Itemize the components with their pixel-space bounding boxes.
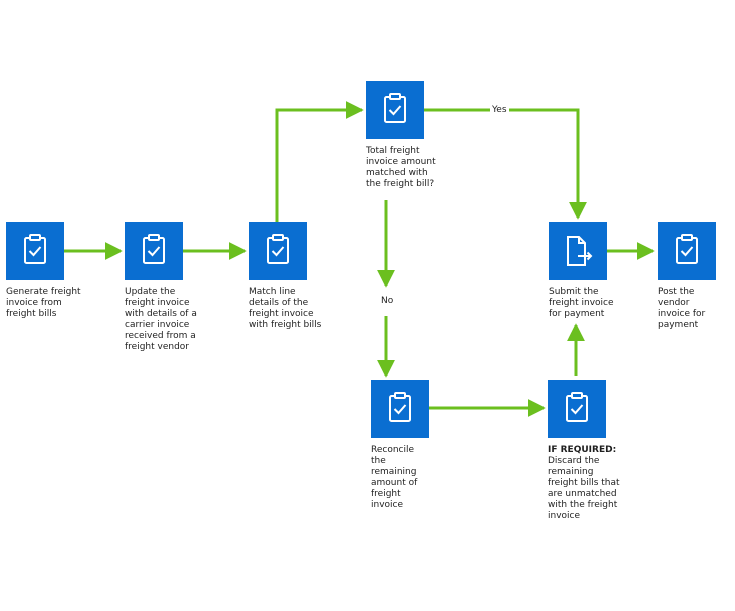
node-generate: [6, 222, 64, 280]
node-decision: [366, 81, 424, 139]
caption-generate: Generate freight invoice from freight bi…: [6, 287, 81, 319]
caption-decision: Total freight invoice amount matched wit…: [366, 146, 436, 189]
arrow-match-to-decision: [275, 101, 364, 222]
node-post: [658, 222, 716, 280]
node-match: [249, 222, 307, 280]
edge-label-no: No: [379, 296, 396, 307]
caption-discard-heading: IF REQUIRED:: [548, 445, 617, 455]
arrow-decision-to-submit-yes: [424, 108, 587, 220]
clipboard-check-icon: [143, 234, 165, 264]
node-update: [125, 222, 183, 280]
document-send-icon: [567, 236, 593, 266]
clipboard-check-icon: [384, 93, 406, 123]
caption-post: Post the vendor invoice for payment: [658, 287, 706, 330]
caption-match: Match line details of the freight invoic…: [249, 287, 322, 330]
caption-discard-text: Discard the remaining freight bills that…: [548, 456, 620, 521]
caption-reconcile: Reconcile the remaining amount of freigh…: [371, 445, 418, 510]
clipboard-check-icon: [389, 392, 411, 422]
caption-submit: Submit the freight invoice for payment: [549, 287, 614, 319]
edge-label-yes: Yes: [490, 105, 509, 116]
clipboard-check-icon: [24, 234, 46, 264]
caption-update: Update the freight invoice with details …: [125, 287, 197, 352]
node-reconcile: [371, 380, 429, 438]
clipboard-check-icon: [267, 234, 289, 264]
caption-discard: IF REQUIRED: Discard the remaining freig…: [548, 445, 622, 522]
clipboard-check-icon: [566, 392, 588, 422]
clipboard-check-icon: [676, 234, 698, 264]
node-discard: [548, 380, 606, 438]
node-submit: [549, 222, 607, 280]
